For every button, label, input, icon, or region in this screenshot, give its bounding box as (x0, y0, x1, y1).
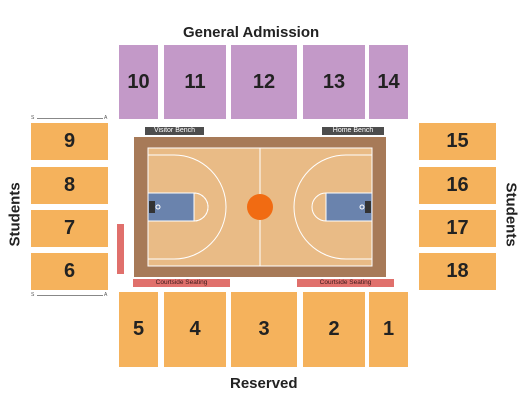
basketball-court (134, 137, 386, 277)
row-line-bottom (37, 295, 103, 296)
section-16[interactable]: 16 (419, 167, 496, 204)
section-17[interactable]: 17 (419, 210, 496, 247)
hoop-left (155, 204, 161, 210)
hoop-right (359, 204, 365, 210)
section-13[interactable]: 13 (303, 45, 365, 119)
row-marker-end: A (104, 292, 108, 298)
section-18[interactable]: 18 (419, 253, 496, 290)
section-10[interactable]: 10 (119, 45, 158, 119)
courtside-seating-right[interactable]: Courtside Seating (297, 279, 394, 287)
three-point-line-right (293, 154, 372, 260)
row-marker-end: A (104, 115, 108, 121)
courtside-seating-left[interactable]: Courtside Seating (133, 279, 230, 287)
section-15[interactable]: 15 (419, 123, 496, 160)
reserved-label: Reserved (230, 375, 298, 392)
section-12[interactable]: 12 (231, 45, 297, 119)
section-14[interactable]: 14 (369, 45, 408, 119)
row-marker-start: S (31, 292, 35, 298)
section-6[interactable]: 6 (31, 253, 108, 290)
students-right-label: Students (502, 182, 520, 247)
students-left-label: Students (6, 182, 24, 247)
section-7[interactable]: 7 (31, 210, 108, 247)
section-11[interactable]: 11 (164, 45, 226, 119)
section-1[interactable]: 1 (369, 292, 408, 367)
backboard-right (365, 201, 371, 213)
courtside-seating-side[interactable] (117, 224, 124, 274)
backboard-left (149, 201, 155, 213)
general-admission-label: General Admission (183, 24, 320, 41)
free-throw-arc-left (193, 192, 209, 222)
free-throw-arc-right (311, 192, 327, 222)
center-ball (247, 194, 273, 220)
three-point-line-left (148, 154, 227, 260)
section-4[interactable]: 4 (164, 292, 226, 367)
section-3[interactable]: 3 (231, 292, 297, 367)
row-marker-start: S (31, 115, 35, 121)
section-9[interactable]: 9 (31, 123, 108, 160)
row-line-top (37, 118, 103, 119)
section-8[interactable]: 8 (31, 167, 108, 204)
section-2[interactable]: 2 (303, 292, 365, 367)
section-5[interactable]: 5 (119, 292, 158, 367)
home-bench: Home Bench (322, 127, 384, 135)
visitor-bench: Visitor Bench (145, 127, 204, 135)
